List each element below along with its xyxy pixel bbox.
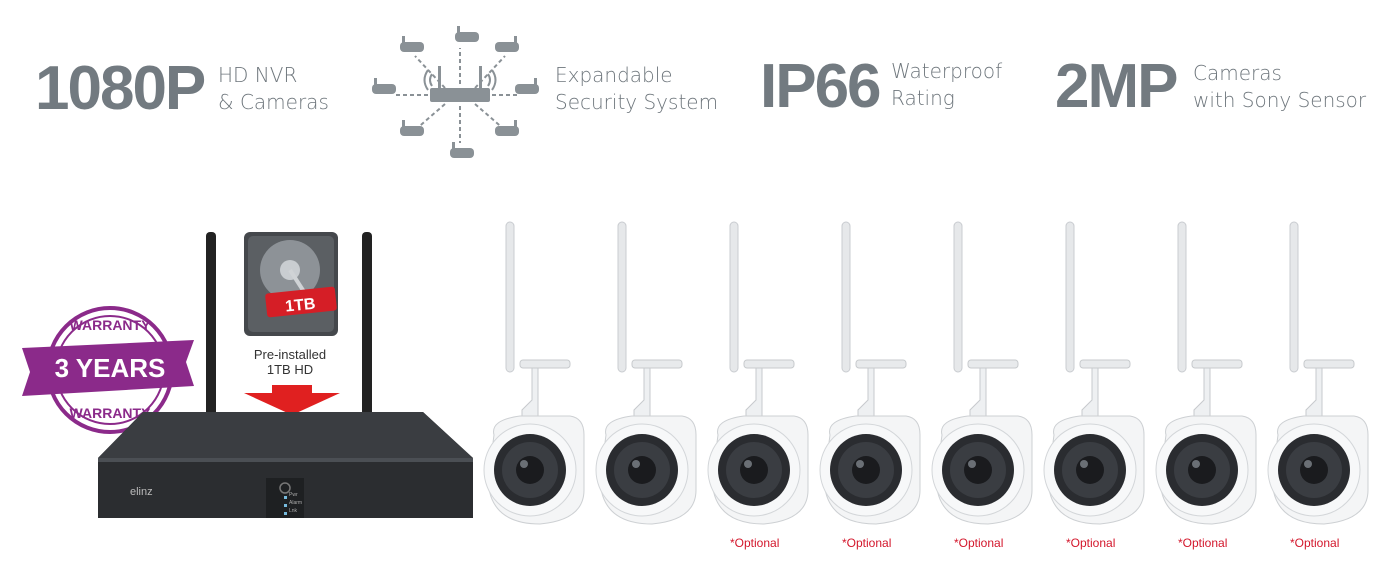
feature-2mp-text: Cameras with Sony Sensor: [1193, 60, 1366, 114]
feature-expandable-line-2: Security System: [555, 90, 719, 114]
camera-1: [480, 220, 592, 535]
warranty-top-text: WARRANTY: [70, 317, 152, 333]
camera-8: [1264, 220, 1376, 535]
nvr-status-lights: Pwr Alarm Lnk: [289, 491, 302, 515]
warranty-bottom-text: WARRANTY: [70, 405, 152, 421]
camera-6: [1040, 220, 1152, 535]
camera-3: [704, 220, 816, 535]
warranty-main-text: 3 YEARS: [55, 353, 166, 383]
feature-1080p-headline: 1080P: [35, 54, 206, 123]
nvr-light-power: Pwr: [289, 492, 298, 498]
feature-1080p-line-1: HD NVR: [218, 63, 298, 87]
hdd-image: 1TB: [238, 228, 344, 340]
camera-optional-label: *Optional: [1066, 536, 1116, 550]
camera-optional-label: *Optional: [730, 536, 780, 550]
nvr-light-alarm: Alarm: [289, 500, 303, 506]
arrow-down-icon: [242, 385, 342, 415]
feature-ip66-line-1: Waterproof: [891, 59, 1003, 83]
hdd-caption: Pre-installed 1TB HD: [230, 347, 350, 377]
feature-expandable-line-1: Expandable: [555, 63, 673, 87]
camera-optional-label: *Optional: [1290, 536, 1340, 550]
feature-ip66-line-2: Rating: [891, 86, 955, 110]
camera-optional-label: *Optional: [1178, 536, 1228, 550]
feature-2mp-line-2: with Sony Sensor: [1193, 88, 1367, 112]
network-diagram-icon: [370, 18, 545, 168]
hdd-capacity-label: 1TB: [284, 296, 316, 316]
hdd-caption-line-1: Pre-installed: [253, 347, 327, 362]
camera-5: [928, 220, 1040, 535]
camera-2: [592, 220, 704, 535]
nvr-light-link: Lnk: [289, 508, 298, 514]
nvr-device: [88, 228, 483, 528]
feature-1080p-text: HD NVR & Cameras: [218, 62, 329, 116]
camera-optional-label: *Optional: [842, 536, 892, 550]
nvr-brand-logo: elinz: [130, 486, 153, 498]
camera-4: [816, 220, 928, 535]
feature-expandable-text: Expandable Security System: [555, 62, 718, 116]
camera-7: [1152, 220, 1264, 535]
camera-optional-label: *Optional: [954, 536, 1004, 550]
feature-ip66-text: Waterproof Rating: [891, 58, 1002, 112]
feature-1080p-line-2: & Cameras: [218, 90, 329, 114]
feature-ip66-headline: IP66: [760, 52, 882, 121]
feature-2mp-line-1: Cameras: [1193, 61, 1282, 85]
hdd-caption-line-2: 1TB HD: [266, 362, 314, 377]
warranty-seal: WARRANTY 3 YEARS WARRANTY: [18, 300, 198, 440]
camera-row: *Optional *Optional *Optional *Optional *Opt…: [480, 220, 1385, 560]
feature-2mp-headline: 2MP: [1055, 52, 1178, 121]
